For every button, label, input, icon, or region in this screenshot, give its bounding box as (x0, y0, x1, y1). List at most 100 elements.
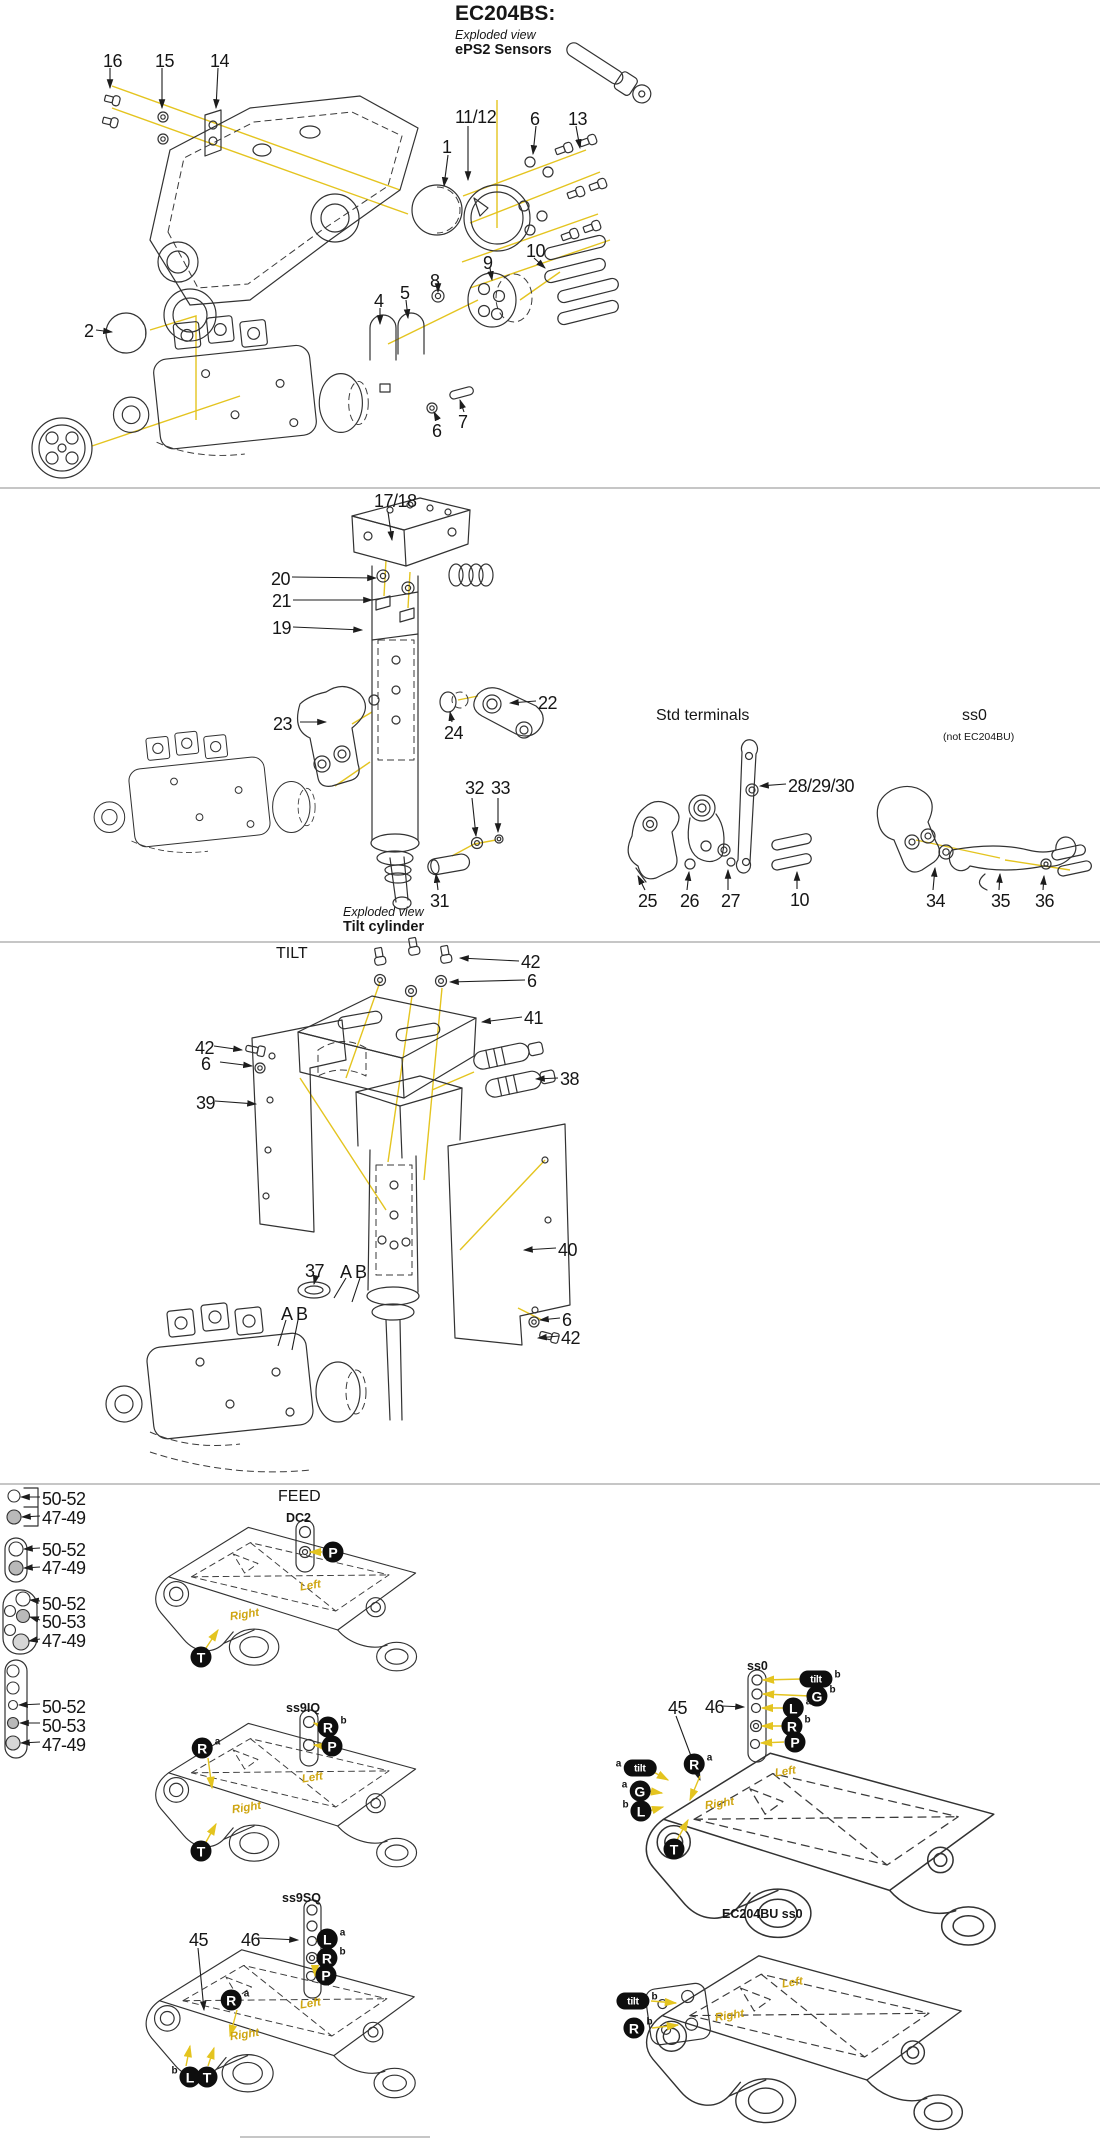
callout-2: 2 (84, 321, 94, 341)
badge-glyph: P (315, 1964, 337, 1986)
badge-superscript: a (214, 1736, 221, 1748)
callout-36: 36 (1035, 891, 1055, 911)
port-badge-p: P (322, 1541, 344, 1563)
callout-47-49: 47-49 (42, 1508, 86, 1528)
page-title: EC204BS: (455, 2, 556, 25)
ss0-note: (not EC204BU) (943, 731, 1015, 743)
badge-glyph: T (190, 1646, 212, 1668)
callout-1: 1 (442, 137, 452, 157)
badge-superscript: b (646, 2016, 653, 2028)
ss0-title: ss0 (962, 707, 987, 724)
badge-glyph: L (179, 2066, 201, 2088)
callout-20: 20 (271, 569, 291, 589)
badge-superscript: b (834, 1669, 841, 1681)
badge-glyph: tilt (616, 1992, 650, 2010)
callout-50-52: 50-52 (42, 1540, 86, 1560)
callout-42: 42 (561, 1328, 581, 1348)
badge-glyph: R (191, 1737, 213, 1759)
section2-drawing (93, 497, 1092, 910)
callout-a-b: A B (281, 1304, 308, 1324)
callout-42: 42 (195, 1038, 215, 1058)
callout-45: 45 (668, 1698, 688, 1718)
port-badge-t: T (190, 1646, 212, 1668)
callout-10: 10 (790, 890, 810, 910)
port-badge-p: P (784, 1731, 806, 1753)
callout-31: 31 (430, 891, 450, 911)
callout-47-49: 47-49 (42, 1631, 86, 1651)
badge-glyph: T (190, 1840, 212, 1862)
callout-47-49: 47-49 (42, 1735, 86, 1755)
callout-6: 6 (527, 971, 537, 991)
callout-9: 9 (483, 253, 493, 273)
section4-drawing (2, 1487, 996, 2131)
badge-superscript: b (651, 1991, 658, 2003)
badge-glyph: R (781, 1715, 803, 1737)
callout-22: 22 (538, 693, 558, 713)
badge-superscript: a (615, 1758, 622, 1770)
callout-50-52: 50-52 (42, 1489, 86, 1509)
callout-27: 27 (721, 891, 741, 911)
callout-32: 32 (465, 778, 485, 798)
callout-8: 8 (430, 271, 440, 291)
callout-41: 41 (524, 1008, 544, 1028)
badge-superscript: b (171, 2065, 178, 2077)
callout-50-52: 50-52 (42, 1697, 86, 1717)
callout-50-53: 50-53 (42, 1716, 86, 1736)
badge-glyph: P (321, 1735, 343, 1757)
ss9sq-caption: ss9SQ (282, 1891, 321, 1905)
callout-13: 13 (568, 109, 588, 129)
tilt-section-title: TILT (276, 945, 308, 962)
feed-section-title: FEED (278, 1488, 321, 1505)
dc2-caption: DC2 (286, 1511, 312, 1525)
ss9iq-caption: ss9IQ (286, 1701, 321, 1715)
port-badge-t: T (196, 2066, 218, 2088)
badge-glyph: tilt (623, 1759, 657, 1777)
callout-34: 34 (926, 891, 946, 911)
badge-glyph: R (317, 1716, 339, 1738)
callout-40: 40 (558, 1240, 578, 1260)
badge-glyph: L (630, 1800, 652, 1822)
port-badge-t: T (663, 1838, 685, 1860)
callout-35: 35 (991, 891, 1011, 911)
callout-21: 21 (272, 591, 292, 611)
tilt-exploded-caption: Exploded view (343, 905, 424, 919)
callout-39: 39 (196, 1093, 216, 1113)
badge-superscript: a (621, 1779, 628, 1791)
callout-24: 24 (444, 723, 464, 743)
section3-drawing (105, 936, 571, 1473)
callout-25: 25 (638, 891, 658, 911)
badge-glyph: L (316, 1928, 338, 1950)
port-badge-p: P (321, 1735, 343, 1757)
callout-5: 5 (400, 283, 410, 303)
callout-45: 45 (189, 1930, 209, 1950)
badge-superscript: a (243, 1988, 250, 2000)
callout-16: 16 (103, 51, 123, 71)
callout-6: 6 (201, 1054, 211, 1074)
badge-glyph: tilt (799, 1670, 833, 1688)
callout-37: 37 (305, 1261, 325, 1281)
callout-6: 6 (432, 421, 442, 441)
callout-26: 26 (680, 891, 700, 911)
callout-11-12: 11/12 (455, 107, 497, 127)
callout-17-18: 17/18 (374, 491, 417, 511)
callout-6: 6 (562, 1310, 572, 1330)
eps2-sensors-caption: ePS2 Sensors (455, 42, 552, 58)
callout-19: 19 (272, 618, 292, 638)
callout-50-53: 50-53 (42, 1612, 86, 1632)
badge-glyph: G (629, 1780, 651, 1802)
section1-drawing (31, 42, 652, 479)
callout-23: 23 (273, 714, 293, 734)
badge-glyph: R (316, 1947, 338, 1969)
